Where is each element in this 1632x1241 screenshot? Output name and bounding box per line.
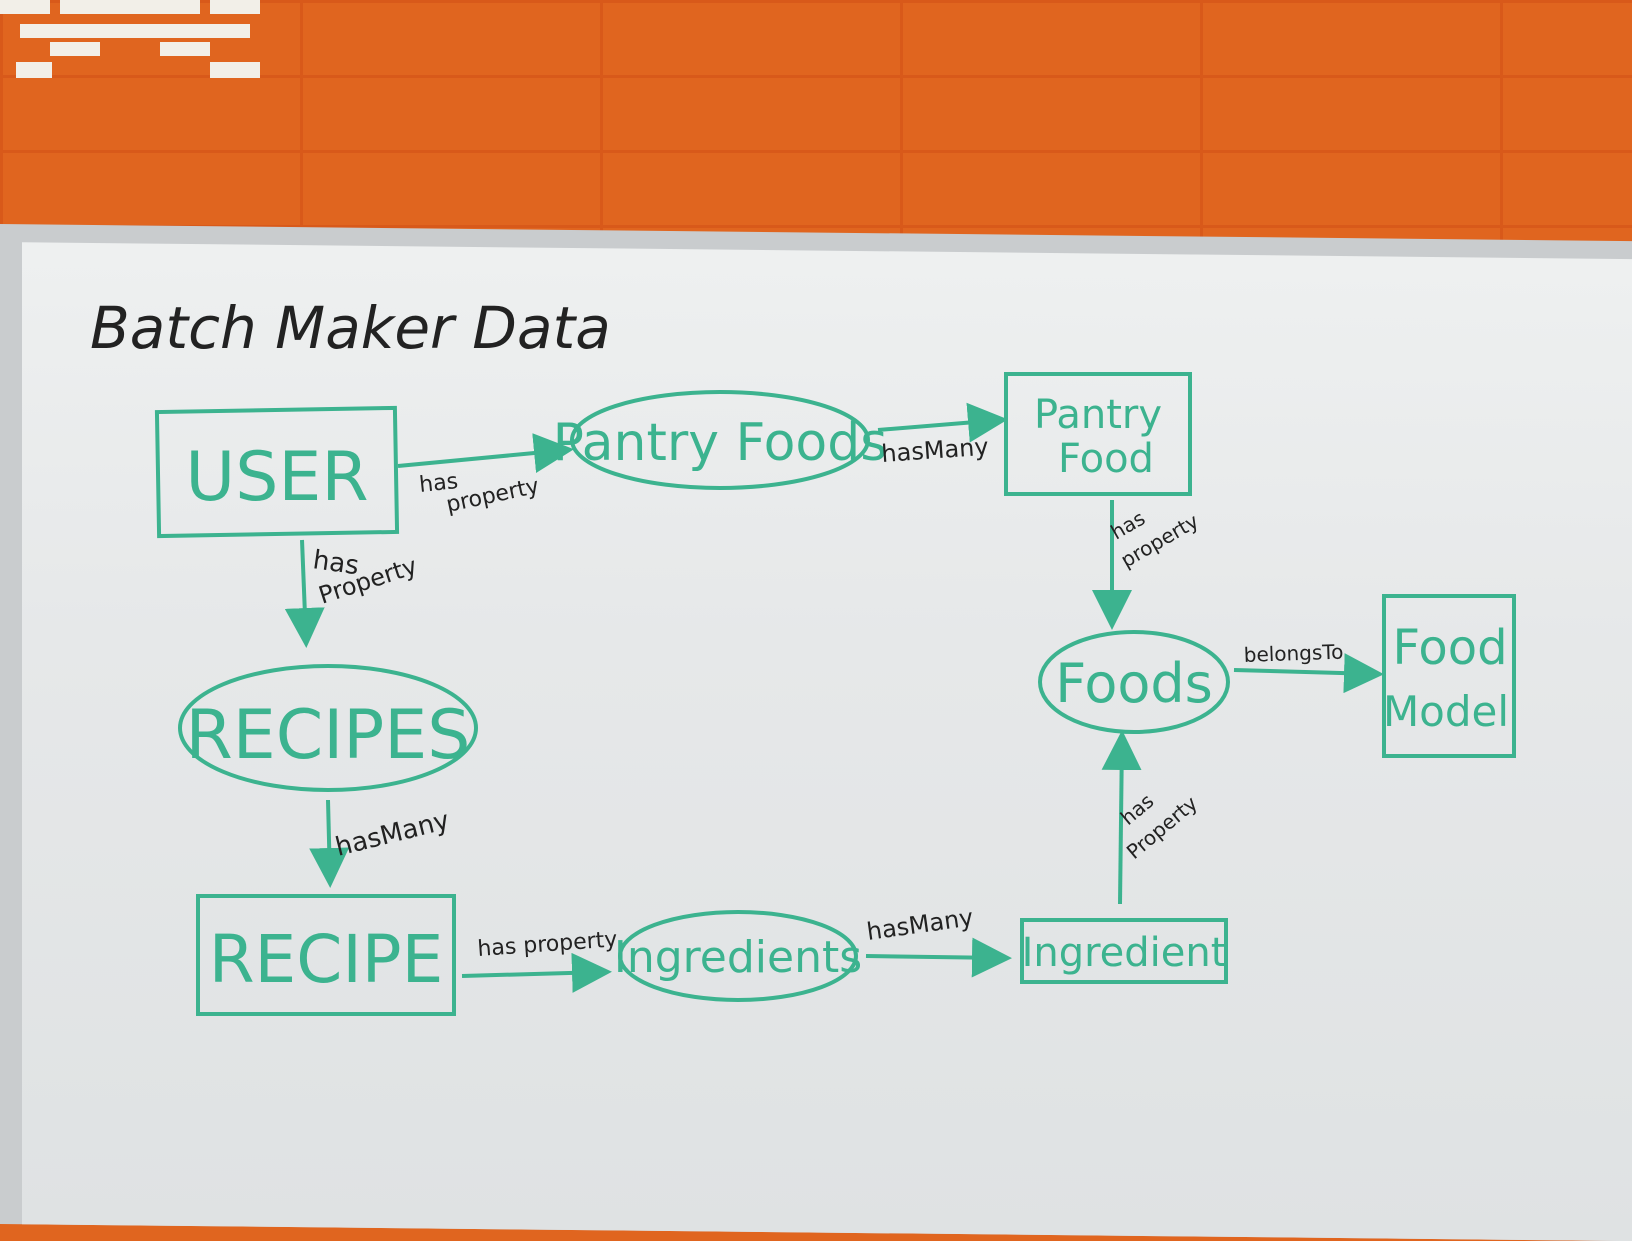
node-ingredient: Ingredient <box>1020 918 1228 984</box>
edge-ingredient-to-foods <box>1101 730 1142 905</box>
node-recipes: RECIPES <box>178 664 478 792</box>
node-food-model-label-line1: Food <box>1392 620 1507 676</box>
node-pantry-food-label-line1: Pantry <box>1034 392 1162 438</box>
node-food-model: Food Model <box>1382 594 1516 758</box>
node-recipes-label: RECIPES <box>186 696 471 775</box>
edge-ingredients-to-ingredient <box>865 937 1012 978</box>
edge-label-foods-model: belongsTo <box>1243 640 1343 667</box>
node-food-model-label-line2: Model <box>1383 687 1509 736</box>
node-user: USER <box>154 405 400 539</box>
edge-recipes-to-recipe <box>309 799 350 888</box>
node-pantry-food: Pantry Food <box>1004 372 1192 496</box>
edge-recipe-to-ingredients <box>461 952 612 993</box>
edge-user-to-pantry-foods <box>397 433 574 473</box>
pixel-invader-icon <box>0 0 260 78</box>
node-foods: Foods <box>1038 630 1230 734</box>
board-title: Batch Maker Data <box>90 294 611 362</box>
edge-label-recipe-ingredients: has property <box>477 927 618 962</box>
edge-user-to-recipes <box>284 539 325 648</box>
node-foods-label: Foods <box>1055 652 1213 715</box>
node-user-label: USER <box>185 438 368 517</box>
node-pantry-foods: Pantry Foods <box>553 390 888 490</box>
edge-label-user-pantry-2: property <box>444 474 541 518</box>
node-pantry-food-label-line2: Food <box>1058 436 1154 482</box>
node-pantry-foods-label: Pantry Foods <box>553 413 888 473</box>
edge-label-recipes-recipe: hasMany <box>332 806 452 863</box>
edge-label-user-pantry-1: has <box>418 469 459 498</box>
edge-label-pantryfoods-pantryfood: hasMany <box>880 433 989 468</box>
edge-label-user-recipes-1: has <box>311 545 361 581</box>
edge-pantry-foods-to-pantry-food <box>877 402 1008 443</box>
node-recipe: RECIPE <box>196 894 456 1016</box>
orange-brick-wall <box>0 0 1632 260</box>
node-recipe-label: RECIPE <box>209 921 444 998</box>
node-ingredients: Ingredients <box>614 910 862 1002</box>
edge-foods-to-food-model <box>1233 653 1384 694</box>
node-ingredients-label: Ingredients <box>614 932 862 983</box>
node-ingredient-label: Ingredient <box>1022 930 1227 976</box>
edge-label-ingredients-ingredient: hasMany <box>865 903 975 946</box>
